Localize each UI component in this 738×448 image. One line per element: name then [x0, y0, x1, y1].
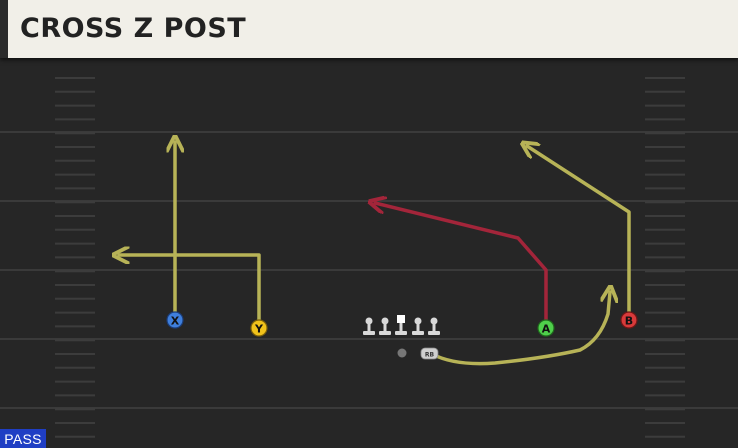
quarterback-marker: [397, 348, 407, 358]
receiver-a-label: A: [542, 323, 551, 336]
routes: [119, 142, 631, 366]
lineman: [379, 317, 391, 335]
receiver-x-circle: [166, 311, 184, 329]
rb-label: RB: [425, 352, 435, 359]
title-accent: [0, 0, 8, 58]
play-type-badge: PASS: [0, 429, 46, 448]
receiver-y-circle: [250, 319, 268, 337]
rb-route-wheel: [430, 292, 610, 366]
receiver-a-circle: [537, 319, 555, 337]
play-title: CROSS Z POST: [20, 13, 247, 44]
hash-marks-left: [55, 77, 95, 438]
receiver-b-circle: [620, 311, 638, 329]
b-route-post: [527, 146, 631, 314]
play-type-label: PASS: [4, 430, 42, 447]
receiver-a: A: [537, 319, 555, 337]
receiver-x: X: [166, 311, 184, 329]
lineman: [363, 317, 375, 335]
receiver-b-label: B: [625, 315, 633, 328]
rb-marker: RB: [420, 347, 439, 360]
receiver-x-label: X: [171, 315, 180, 328]
title-bar: CROSS Z POST: [0, 0, 738, 58]
y-route-out: [119, 255, 261, 322]
lineman: [428, 317, 440, 335]
offensive-line: [363, 315, 440, 335]
receiver-b: B: [620, 311, 638, 329]
lineman: [412, 317, 424, 335]
receiver-y: Y: [250, 319, 268, 337]
hash-marks-right: [645, 77, 685, 438]
a-route-post: [375, 203, 548, 322]
receiver-y-label: Y: [254, 323, 264, 336]
center: [395, 315, 407, 335]
